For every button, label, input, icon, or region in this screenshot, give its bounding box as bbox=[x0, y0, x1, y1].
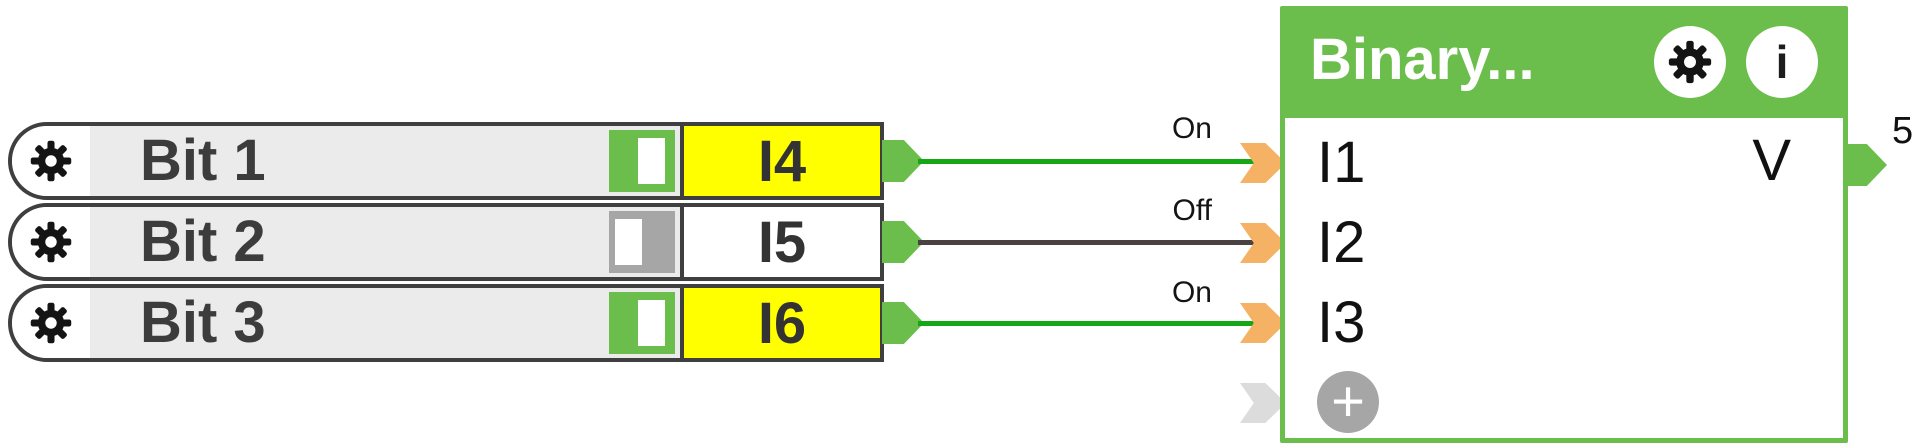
wire-bit1-to-i1[interactable] bbox=[918, 159, 1258, 164]
source-capsule: Bit 3 bbox=[8, 284, 684, 362]
gear-icon bbox=[30, 302, 72, 344]
block-body: I1 I2 I3 V + bbox=[1285, 118, 1843, 438]
gear-icon bbox=[1668, 40, 1712, 84]
block-output-label: V bbox=[1752, 128, 1791, 193]
source-block-bit-1[interactable]: Bit 1 I4 bbox=[8, 122, 924, 200]
add-input-button[interactable]: + bbox=[1317, 371, 1379, 433]
toggle-switch[interactable] bbox=[609, 211, 675, 273]
address-badge: I6 bbox=[680, 284, 884, 362]
toggle-knob bbox=[638, 300, 665, 346]
address-badge: I5 bbox=[680, 203, 884, 281]
wire-state-label: On bbox=[1171, 276, 1212, 309]
source-capsule: Bit 2 bbox=[8, 203, 684, 281]
source-name-label: Bit 1 bbox=[140, 128, 266, 193]
block-input-label-i1: I1 bbox=[1317, 130, 1366, 195]
block-input-label-i3: I3 bbox=[1317, 290, 1366, 355]
source-name-label: Bit 2 bbox=[140, 209, 266, 274]
source-block-bit-3[interactable]: Bit 3 I6 bbox=[8, 284, 924, 362]
block-title: Binary... bbox=[1310, 27, 1535, 92]
gear-icon bbox=[30, 221, 72, 263]
block-info-button[interactable]: i bbox=[1746, 26, 1818, 98]
gear-icon bbox=[30, 140, 72, 182]
function-block-binary[interactable]: Binary... i I1 I2 I3 V + bbox=[1280, 6, 1848, 443]
block-settings-button[interactable] bbox=[1654, 26, 1726, 98]
address-badge: I4 bbox=[680, 122, 884, 200]
block-input-label-i2: I2 bbox=[1317, 210, 1366, 275]
toggle-knob bbox=[615, 219, 642, 265]
plus-icon: + bbox=[1331, 369, 1365, 434]
wire-state-label: Off bbox=[1172, 194, 1212, 227]
row-settings-button[interactable] bbox=[12, 207, 90, 277]
toggle-switch[interactable] bbox=[609, 130, 675, 192]
wire-state-label: On bbox=[1171, 112, 1212, 145]
toggle-switch[interactable] bbox=[609, 292, 675, 354]
block-output-pin[interactable] bbox=[1845, 144, 1887, 186]
toggle-knob bbox=[638, 138, 665, 184]
info-icon: i bbox=[1775, 36, 1789, 88]
row-settings-button[interactable] bbox=[12, 288, 90, 358]
output-value: 5 bbox=[1892, 110, 1914, 152]
row-settings-button[interactable] bbox=[12, 126, 90, 196]
wire-bit3-to-i3[interactable] bbox=[918, 321, 1258, 326]
source-block-bit-2[interactable]: Bit 2 I5 bbox=[8, 203, 924, 281]
wire-bit2-to-i2[interactable] bbox=[918, 240, 1258, 245]
source-capsule: Bit 1 bbox=[8, 122, 684, 200]
source-name-label: Bit 3 bbox=[140, 290, 266, 355]
